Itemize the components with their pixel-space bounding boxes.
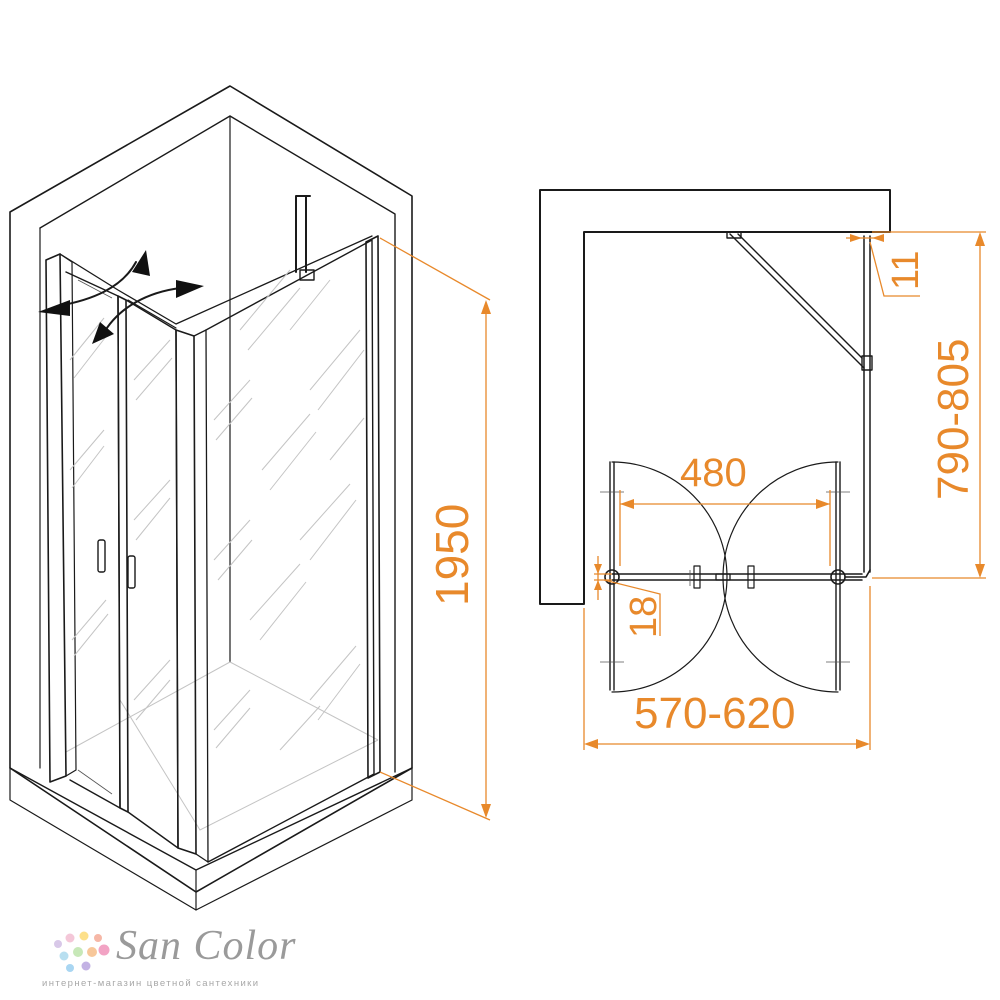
width-dimension: 570-620 (583, 586, 871, 750)
door-swing-arrows (38, 250, 204, 344)
depth-dimension: 790-805 (872, 231, 986, 579)
brand-tagline: интернет-магазин цветной сантехники (42, 978, 260, 989)
plan-view: 480 790-805 11 18 (539, 189, 986, 750)
brand-name: San Color (116, 923, 297, 969)
profile-dimension: 18 (594, 556, 665, 638)
door-span-label: 480 (680, 451, 747, 495)
height-dimension: 1950 (379, 237, 491, 821)
depth-label: 790-805 (929, 339, 978, 500)
wall-gap-label: 11 (885, 251, 927, 290)
wall-gap-dimension: 11 (846, 234, 927, 297)
brand-logo-dots (54, 931, 110, 972)
width-label: 570-620 (634, 689, 795, 738)
height-label: 1950 (426, 504, 478, 606)
profile-label: 18 (623, 596, 665, 638)
perspective-view: 1950 (9, 85, 491, 911)
door-span-dimension: 480 (619, 451, 831, 566)
